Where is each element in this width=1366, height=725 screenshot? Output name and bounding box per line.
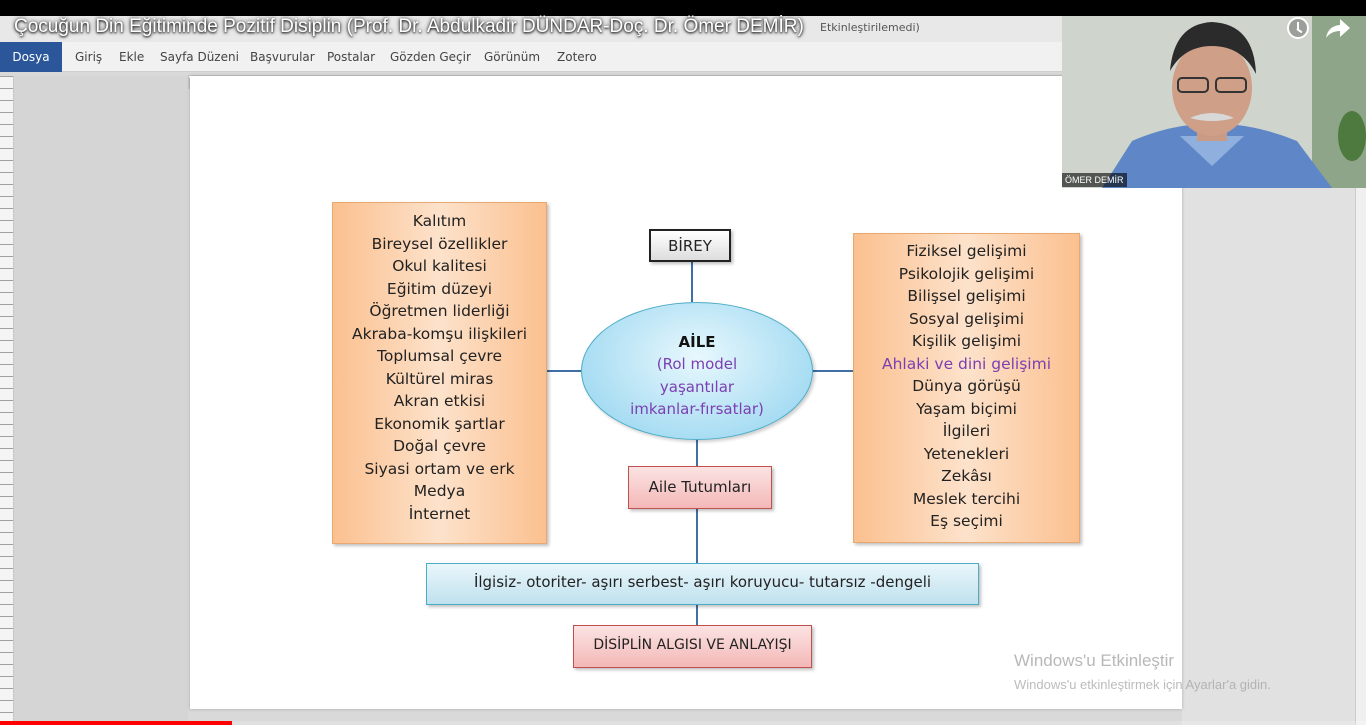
left-item: Medya (413, 482, 466, 500)
right-item: Bilişsel gelişimi (907, 287, 1026, 305)
video-progress-bar[interactable] (0, 721, 1366, 725)
right-item: Psikolojik gelişimi (898, 264, 1035, 283)
left-item: Öğretmen liderliği (369, 302, 510, 320)
left-item: Kalıtım (412, 212, 467, 230)
tab-giris[interactable]: Giriş (75, 50, 103, 64)
connector-attitudes-disiplin (696, 605, 698, 625)
presenter-video-icon (1062, 16, 1366, 188)
left-item: Eğitim düzeyi (386, 279, 493, 298)
left-item: İnternet (408, 504, 471, 523)
right-item: Yetenekleri (923, 444, 1010, 463)
attitudes-box: İlgisiz- otoriter- aşırı serbest- aşırı … (426, 563, 979, 605)
left-item: Okul kalitesi (392, 257, 487, 275)
watch-later-clock-icon[interactable] (1287, 17, 1309, 39)
right-item: İlgileri (942, 422, 991, 440)
right-item: Dünya görüşü (912, 377, 1021, 395)
connector-aile-right (813, 370, 853, 372)
tab-gozden-gecir[interactable]: Gözden Geçir (390, 50, 471, 64)
left-margin-area (14, 76, 188, 725)
tab-ekle[interactable]: Ekle (119, 50, 145, 64)
left-item: Toplumsal çevre (377, 347, 502, 365)
windows-activation-subtitle: Windows'u etkinleştirmek için Ayarlar'a … (1014, 677, 1271, 692)
left-item: Akran etkisi (393, 392, 486, 410)
windows-activation-title: Windows'u Etkinleştir (1014, 651, 1175, 670)
right-item: Fiziksel gelişimi (906, 242, 1027, 260)
aile-title: AİLE (678, 333, 716, 351)
aile-line-2: yaşantılar (659, 378, 735, 396)
video-progress-fill (0, 721, 233, 725)
share-arrow-icon[interactable] (1325, 16, 1351, 40)
disiplin-box: DİSİPLİN ALGISI VE ANLAYIŞI (573, 625, 812, 668)
left-item: Siyasi ortam ve erk (364, 459, 515, 478)
tab-basvurular[interactable]: Başvurular (250, 50, 315, 64)
video-title[interactable]: Çocuğun Din Eğitiminde Pozitif Disiplin … (14, 16, 804, 37)
vertical-ruler[interactable] (0, 76, 14, 725)
word-title-note: Etkinleştirilemedi) (820, 21, 920, 34)
right-item: Kişilik gelişimi (911, 332, 1022, 350)
tab-dosya[interactable]: Dosya (0, 42, 62, 72)
aile-tutumlari-box: Aile Tutumları (628, 466, 772, 509)
connector-aile-tutum (696, 440, 698, 466)
aile-ellipse: AİLE (Rol model yaşantılar imkanlar-fırs… (581, 302, 813, 440)
left-item: Akraba-komşu ilişkileri (351, 324, 527, 343)
tab-postalar[interactable]: Postalar (327, 50, 376, 64)
right-item: Zekâsı (941, 467, 992, 485)
left-item: Ekonomik şartlar (374, 414, 505, 433)
left-item: Bireysel özellikler (371, 234, 508, 253)
birey-box: BİREY (649, 229, 731, 262)
connector-birey-aile (691, 262, 693, 302)
left-item: Kültürel miras (385, 369, 494, 388)
vertical-scrollbar[interactable] (1355, 188, 1366, 725)
right-item: Eş seçimi (930, 512, 1003, 530)
right-item: Yaşam biçimi (916, 399, 1017, 418)
aile-line-3: imkanlar-fırsatlar) (630, 400, 764, 418)
right-item: Sosyal gelişimi (908, 309, 1025, 328)
aile-line-1: (Rol model (656, 355, 738, 373)
right-item: Meslek tercihi (912, 489, 1021, 508)
right-item: Ahlaki ve dini gelişimi (881, 354, 1052, 373)
tab-sayfa-duzeni[interactable]: Sayfa Düzeni (160, 50, 239, 64)
webcam-feed (1062, 16, 1366, 188)
tab-zotero[interactable]: Zotero (557, 50, 597, 64)
left-item: Doğal çevre (393, 437, 486, 455)
connector-tutum-attitudes (696, 509, 698, 563)
top-bar (0, 0, 1366, 16)
presenter-name-label: ÖMER DEMİR (1062, 173, 1127, 187)
tab-gorunum[interactable]: Görünüm (484, 50, 541, 64)
right-margin-area (1182, 188, 1366, 725)
connector-left-aile (547, 370, 581, 372)
